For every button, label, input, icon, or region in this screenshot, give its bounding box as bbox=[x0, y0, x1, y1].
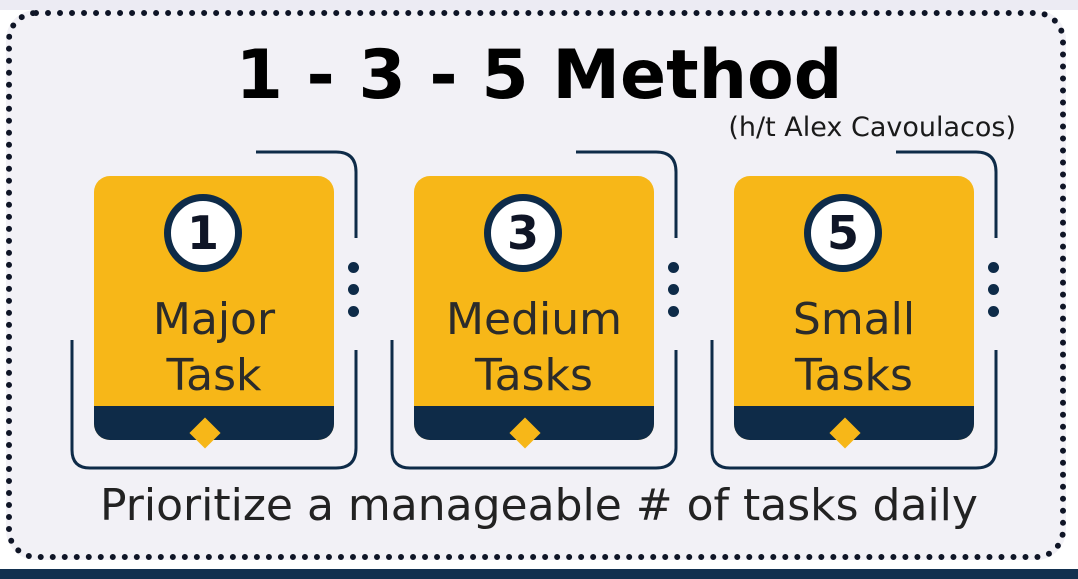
card-major-task: 1 Major Task bbox=[70, 150, 410, 470]
card-label-line2: Task bbox=[166, 350, 262, 401]
dots-icon bbox=[348, 262, 360, 332]
card-label-1: Major Task bbox=[94, 292, 334, 404]
footer-caption: Prioritize a manageable # of tasks daily bbox=[100, 480, 978, 531]
card-outline-2 bbox=[390, 150, 678, 470]
card-label-line2: Tasks bbox=[475, 350, 593, 401]
credit-text: (h/t Alex Cavoulacos) bbox=[728, 112, 1016, 143]
page-title: 1 - 3 - 5 Method bbox=[235, 36, 843, 115]
card-outline-3 bbox=[710, 150, 998, 470]
card-outline-1 bbox=[70, 150, 358, 470]
number-badge-5: 5 bbox=[804, 194, 882, 272]
number-badge-3: 3 bbox=[484, 194, 562, 272]
dots-icon bbox=[988, 262, 1000, 332]
card-label-line1: Major bbox=[152, 294, 276, 345]
card-medium-tasks: 3 Medium Tasks bbox=[390, 150, 730, 470]
card-label-line1: Medium bbox=[446, 294, 622, 345]
card-label-line2: Tasks bbox=[795, 350, 913, 401]
card-label-3: Small Tasks bbox=[734, 292, 974, 404]
top-strip bbox=[0, 0, 1078, 10]
number-badge-1: 1 bbox=[164, 194, 242, 272]
dots-icon bbox=[668, 262, 680, 332]
bottom-strip bbox=[0, 569, 1078, 579]
card-label-2: Medium Tasks bbox=[414, 292, 654, 404]
card-label-line1: Small bbox=[792, 294, 916, 345]
card-small-tasks: 5 Small Tasks bbox=[710, 150, 1050, 470]
